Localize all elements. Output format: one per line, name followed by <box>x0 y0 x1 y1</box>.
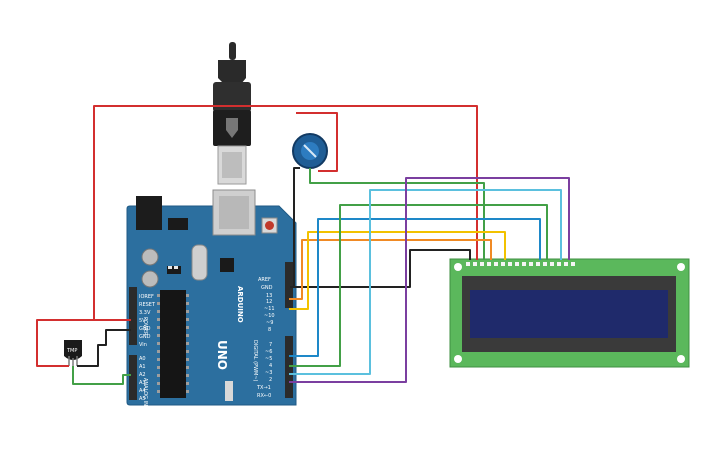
power-pin-labels: IOREF RESET 3.3V 5V GND GND Vin <box>139 294 156 348</box>
pin-label: A0 <box>139 356 146 362</box>
pin-label: AREF <box>258 277 271 283</box>
pin-label: ~5 <box>265 356 272 362</box>
pin-label: 2 <box>269 377 272 383</box>
pin-label: A2 <box>139 372 146 378</box>
pin-label: GND <box>261 285 273 291</box>
wire-sensor-signal[interactable] <box>72 366 131 385</box>
analog-header-label: ANALOG IN <box>142 378 148 406</box>
digital-pin-labels-bottom: 7 ~6 ~5 4 ~3 2 TX→1 RX←0 <box>256 342 272 399</box>
board-brand-label: ARDUINO <box>236 286 244 323</box>
pin-label: GND <box>139 334 151 340</box>
wire-rs[interactable] <box>289 239 492 300</box>
pin-label: TX→1 <box>256 385 271 391</box>
pin-label: RESET <box>139 302 156 308</box>
pin-label: ~11 <box>264 306 275 312</box>
pin-label: A1 <box>139 364 146 370</box>
wire-db4[interactable] <box>289 218 541 357</box>
wire-e[interactable] <box>289 231 506 310</box>
pin-label: Vin <box>139 342 147 348</box>
board-leds <box>168 266 178 269</box>
pin-label: ~6 <box>265 349 272 355</box>
microcontroller-chip <box>160 290 186 398</box>
pin-label: 3.3V <box>139 310 151 316</box>
temperature-sensor[interactable]: TMP <box>64 340 82 366</box>
pin-label: 8 <box>268 327 271 333</box>
pin-label: 7 <box>269 342 272 348</box>
pin-label: A4 <box>139 388 146 394</box>
wire-5v-pot[interactable] <box>296 112 338 172</box>
lcd-16x2-module[interactable] <box>449 258 690 368</box>
sensor-label: TMP <box>66 348 77 354</box>
pin-label: A5 <box>139 396 146 402</box>
digital-pin-labels-top: AREF GND 13 12 ~11 ~10 ~9 8 <box>258 277 275 333</box>
power-header-label: POWER <box>142 317 148 336</box>
pin-label: A3 <box>139 380 146 386</box>
arduino-uno-board[interactable]: ARDUINO UNO DIGITAL (PWM~) POWER ANALOG … <box>126 189 297 406</box>
pin-label: ~9 <box>266 320 273 326</box>
wire-5v-sensor[interactable] <box>36 319 131 367</box>
analog-pin-labels: A0 A1 A2 A3 A4 A5 <box>139 356 146 402</box>
pin-label: 4 <box>269 363 272 369</box>
usb-cable[interactable] <box>213 42 251 185</box>
potentiometer[interactable] <box>292 133 328 169</box>
pin-label: RX←0 <box>257 393 271 399</box>
pin-label: ~10 <box>264 313 275 319</box>
board-model-label: UNO <box>215 340 229 370</box>
pin-label: 5V <box>139 318 146 324</box>
pin-label: GND <box>139 326 151 332</box>
wires <box>36 105 570 385</box>
pin-label: ~3 <box>265 370 272 376</box>
lcd-screen <box>470 290 668 338</box>
wire-db7[interactable] <box>289 177 570 383</box>
pin-label: IOREF <box>139 294 154 300</box>
pin-label: 12 <box>266 299 272 305</box>
pin-label: 13 <box>266 293 272 299</box>
wire-gnd-sensor[interactable] <box>77 329 131 367</box>
wire-db6[interactable] <box>289 189 562 375</box>
digital-header-label: DIGITAL (PWM~) <box>252 340 258 382</box>
wire-pot-wiper[interactable] <box>309 168 485 260</box>
wire-db5[interactable] <box>289 204 548 367</box>
